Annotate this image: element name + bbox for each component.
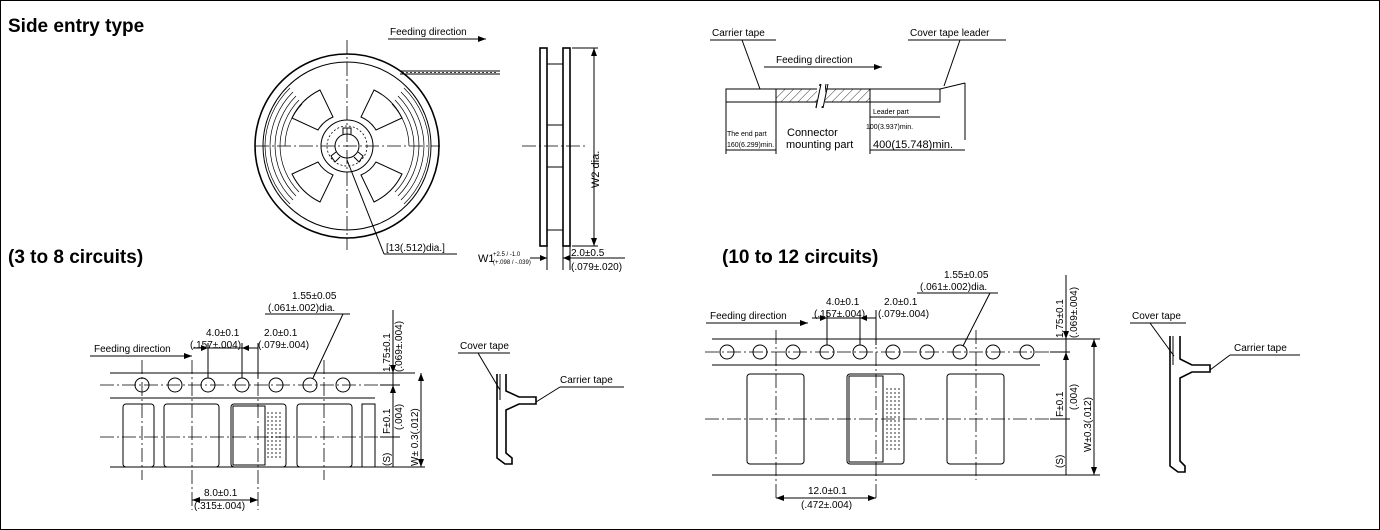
sprocket-holes	[719, 344, 1035, 360]
left-feeding-direction-label: Feeding direction	[94, 344, 171, 355]
reel-feeding-direction-label: Feeding direction	[390, 27, 467, 38]
left-pitch-dim-inch: (.315±.004)	[194, 501, 245, 512]
right-hole-dia-inch: (.061±.002)dia.	[920, 282, 987, 293]
right-p0-dim-inch: (.157±.004)	[814, 309, 865, 320]
left-pitch-dim: 8.0±0.1	[204, 488, 238, 499]
left-w-dim: W± 0.3(.012)	[410, 408, 421, 466]
left-hole-dia: 1.55±0.05	[292, 291, 337, 302]
right-carrier-tape-label: Carrier tape	[1234, 343, 1287, 354]
connector-pins	[267, 412, 281, 458]
end-part-label: The end part	[727, 131, 767, 138]
w1-tolerance-mm: +2.5 / -1.0	[493, 252, 521, 258]
reel-side-view: W2 dia. W1 +2.5 / -1.0 (+.098 / -.039) 2…	[478, 47, 625, 273]
w2-diameter-label: W2 dia.	[590, 151, 602, 188]
left-f-dim: F±0.1	[382, 408, 393, 434]
tape-overview: Carrier tape Cover tape leader Feeding d…	[710, 28, 1006, 154]
right-s-dim: (S)	[1055, 455, 1066, 468]
w1-label: W1	[478, 253, 495, 265]
connector-pins	[886, 388, 900, 452]
leader-part-label: Leader part	[873, 109, 909, 116]
reel-windows	[264, 87, 430, 205]
right-edge-dim-inch: (.069±.004)	[1069, 287, 1080, 338]
left-s-dim: (S)	[382, 453, 393, 466]
connector-part-label-1: Connector	[787, 127, 838, 139]
overview-feeding-direction-label: Feeding direction	[776, 55, 853, 66]
right-cover-tape-label: Cover tape	[1132, 311, 1181, 322]
heading-3-to-8-circuits: (3 to 8 circuits)	[8, 247, 143, 268]
left-edge-dim: 1.75±0.1	[382, 333, 393, 372]
left-edge-dim-inch: (.069±.004)	[394, 321, 405, 372]
end-part-dimension: 160(6.299)min.	[727, 142, 774, 149]
right-f-dim-inch: (.004)	[1069, 384, 1080, 410]
right-hole-dia: 1.55±0.05	[944, 270, 989, 281]
tape-10-to-12-circuits: 4.0±0.1 (.157±.004) 2.0±0.1 (.079±.004) …	[705, 270, 1300, 511]
leader-total-dimension: 400(15.748)min.	[873, 139, 953, 151]
hub-diameter-label: [13(.512)dia.]	[386, 243, 445, 254]
left-f-dim-inch: (.004)	[394, 404, 405, 430]
tape-3-to-8-circuits: 4.0±0.1 (.157±.004) 2.0±0.1 (.079±.004) …	[90, 291, 624, 512]
right-w-dim: W±0.3(.012)	[1083, 397, 1094, 452]
flange-thickness-inch-label: (.079±.020)	[571, 262, 622, 273]
right-f-dim: F±0.1	[1055, 391, 1066, 417]
flange-thickness-label: 2.0±0.5	[571, 248, 605, 259]
heading-side-entry-type: Side entry type	[8, 16, 144, 37]
right-edge-dim: 1.75±0.1	[1055, 299, 1066, 338]
left-p0-dim: 4.0±0.1	[206, 328, 240, 339]
overview-cover-tape-leader-label: Cover tape leader	[910, 28, 990, 39]
right-p2-dim: 2.0±0.1	[884, 297, 918, 308]
w1-tolerance-inch: (+.098 / -.039)	[493, 260, 531, 266]
leader-part-dimension: 100(3.937)min.	[866, 124, 913, 131]
heading-10-to-12-circuits: (10 to 12 circuits)	[722, 247, 878, 268]
overview-carrier-tape-label: Carrier tape	[712, 28, 765, 39]
right-pitch-dim: 12.0±0.1	[808, 486, 847, 497]
right-pitch-dim-inch: (.472±.004)	[801, 500, 852, 511]
left-p2-dim-inch: (.079±.004)	[258, 340, 309, 351]
connector-part-label-2: mounting part	[786, 139, 853, 151]
right-p0-dim: 4.0±0.1	[826, 297, 860, 308]
right-feeding-direction-label: Feeding direction	[710, 311, 787, 322]
reel-front-view: Feeding direction [13(.512)dia.]	[254, 27, 500, 255]
right-p2-dim-inch: (.079±.004)	[878, 309, 929, 320]
left-hole-dia-inch: (.061±.002)dia.	[268, 303, 335, 314]
left-p2-dim: 2.0±0.1	[264, 328, 298, 339]
left-cover-tape-label: Cover tape	[460, 341, 509, 352]
left-carrier-tape-label: Carrier tape	[560, 375, 613, 386]
left-p0-dim-inch: (.157±.004)	[190, 340, 241, 351]
